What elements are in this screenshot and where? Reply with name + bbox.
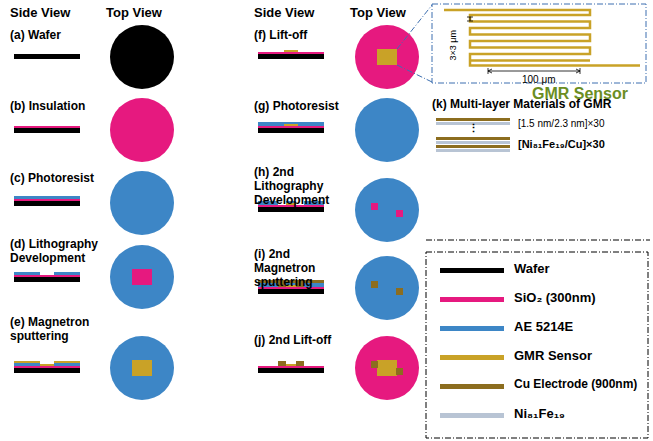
step-label: (e) Magnetron sputtering <box>10 316 110 344</box>
column-header: Side View <box>254 6 314 21</box>
step-label: (f) Lift-off <box>254 29 307 43</box>
step-label: (j) 2nd Lift-off <box>254 334 331 348</box>
multilayer-stack <box>436 118 510 152</box>
step-label: (d) Lithography Development <box>10 238 110 266</box>
annotation: [1.5 nm/2.3 nm]×30 <box>518 118 604 130</box>
step-label: (b) Insulation <box>10 100 85 114</box>
legend-text: Cu Electrode (900nm) <box>514 378 637 392</box>
legend-swatch <box>440 268 504 273</box>
annotation: [Ni₈₁Fe₁₉/Cu]×30 <box>518 138 605 151</box>
legend-text: Wafer <box>514 262 550 277</box>
side-views-right <box>258 50 324 373</box>
legend-swatch <box>440 413 504 418</box>
gmr-serpentine <box>444 10 640 66</box>
legend-swatch <box>440 355 504 360</box>
top-views-right <box>355 25 419 400</box>
step-label: (a) Wafer <box>10 29 61 43</box>
legend-swatch <box>440 297 504 302</box>
column-header: Side View <box>10 6 70 21</box>
annotation: ⋮ <box>468 122 479 135</box>
legend-text: SiO₂ (300nm) <box>514 291 596 306</box>
column-header: Top View <box>106 6 162 21</box>
step-label: (h) 2nd Lithography Development <box>254 166 354 207</box>
top-views-left <box>110 25 174 400</box>
annotation: 3×3 μm <box>448 30 458 60</box>
annotation: 100 μm <box>522 74 556 86</box>
legend-text: GMR Sensor <box>514 349 592 364</box>
legend-swatch <box>440 326 504 331</box>
step-label: (g) Photoresist <box>254 100 339 114</box>
zoom-lines <box>397 4 646 83</box>
legend-swatch <box>440 384 504 389</box>
column-header: Top View <box>350 6 406 21</box>
dimension-marks <box>467 17 580 74</box>
legend-text: AE 5214E <box>514 320 573 335</box>
step-label: (c) Photoresist <box>10 172 94 186</box>
annotation: (k) Multi-layer Materials of GMR <box>432 98 611 112</box>
legend-text: Ni₈₁Fe₁₉ <box>514 407 565 422</box>
step-label: (i) 2nd Magnetron sputtering <box>254 248 354 289</box>
legend-frame <box>426 240 650 438</box>
